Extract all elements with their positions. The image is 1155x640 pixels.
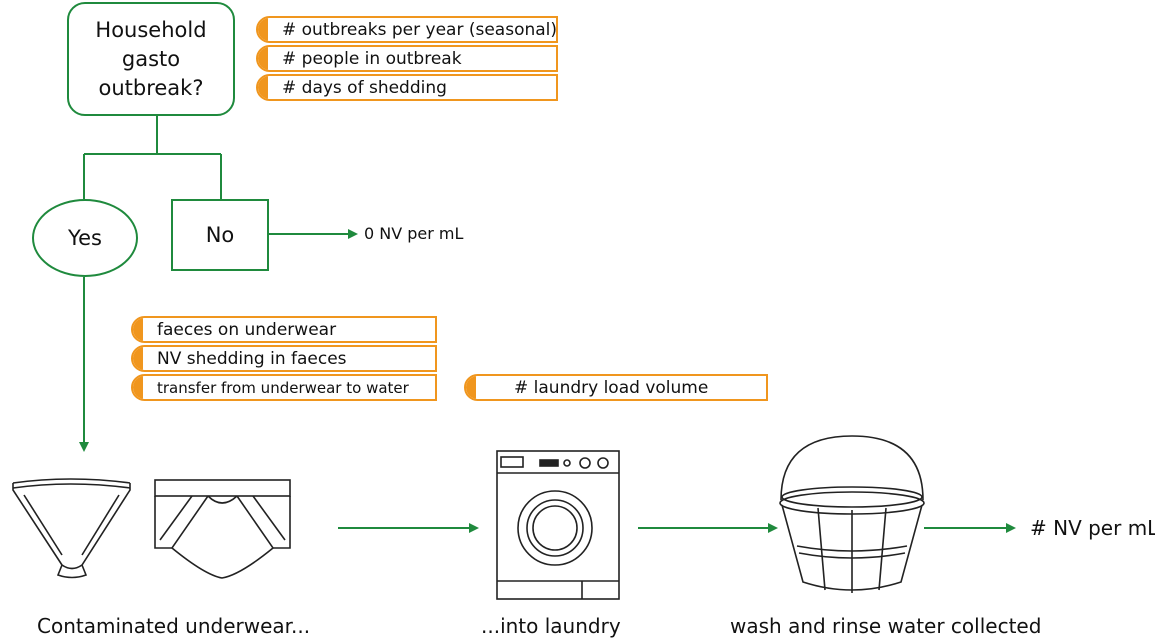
param-label: faeces on underwear [157, 319, 337, 340]
washing-machine-icon [496, 450, 620, 600]
param-label: # laundry load volume [514, 377, 709, 398]
decision-outbreak: Household gasto outbreak? [67, 2, 235, 116]
briefs-icon [12, 478, 131, 579]
caption-underwear: Contaminated underwear... [37, 614, 311, 638]
no-label: No [205, 223, 235, 247]
param-label: # days of shedding [282, 77, 447, 98]
yes-node: Yes [32, 199, 138, 277]
param-outbreaks-per-year: # outbreaks per year (seasonal) [256, 16, 558, 43]
caption-laundry: ...into laundry [481, 614, 621, 638]
decision-connector [83, 116, 222, 199]
param-people-in-outbreak: # people in outbreak [256, 45, 558, 72]
param-label: # outbreaks per year (seasonal) [282, 19, 558, 40]
param-label: # people in outbreak [282, 48, 462, 69]
param-cap [258, 76, 268, 99]
param-cap [133, 318, 143, 341]
param-days-of-shedding: # days of shedding [256, 74, 558, 101]
param-cap [258, 47, 268, 70]
param-cap [133, 376, 143, 399]
decision-text: Household gasto outbreak? [95, 17, 207, 100]
no-node: No [171, 199, 269, 271]
param-faeces-on-underwear: faeces on underwear [131, 316, 437, 343]
param-cap [258, 18, 268, 41]
param-cap [133, 347, 143, 370]
param-cap [466, 376, 476, 399]
yes-label: Yes [68, 226, 102, 250]
param-laundry-load-volume: # laundry load volume [464, 374, 768, 401]
param-label: NV shedding in faeces [157, 348, 347, 369]
no-outcome: 0 NV per mL [364, 224, 464, 243]
param-transfer-to-water: transfer from underwear to water [131, 374, 437, 401]
param-label: transfer from underwear to water [157, 378, 409, 397]
final-outcome: # NV per mL [1030, 516, 1155, 540]
param-nv-shedding: NV shedding in faeces [131, 345, 437, 372]
caption-water: wash and rinse water collected [730, 614, 1042, 638]
bucket-icon [779, 435, 925, 593]
jockstrap-icon [154, 479, 291, 579]
